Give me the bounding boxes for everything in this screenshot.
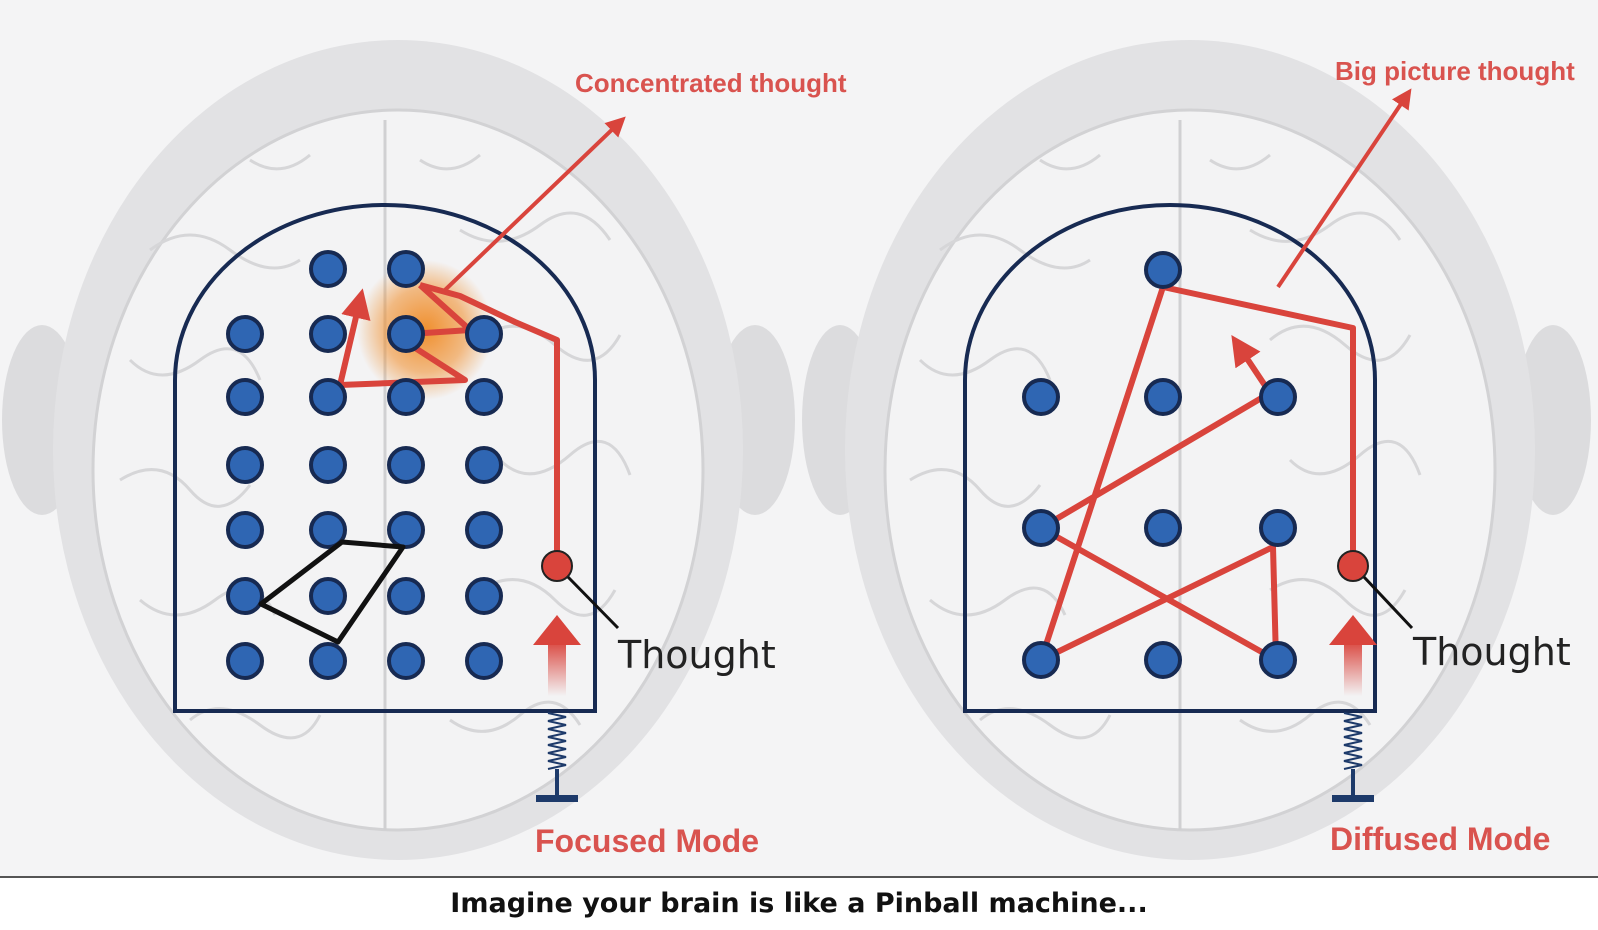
- peg: [1022, 378, 1060, 416]
- peg: [1022, 509, 1060, 547]
- peg: [1259, 641, 1297, 679]
- peg: [465, 446, 503, 484]
- peg: [226, 378, 264, 416]
- peg: [1022, 641, 1060, 679]
- thought-path-left: [419, 282, 560, 566]
- output-label-left: Concentrated thought: [575, 68, 847, 98]
- peg: [387, 642, 425, 680]
- peg: [226, 511, 264, 549]
- peg: [226, 315, 264, 353]
- peg: [1144, 251, 1182, 289]
- focused-panel: Concentrated thought Thought Focused Mod…: [2, 40, 847, 860]
- peg: [387, 250, 425, 288]
- peg: [1144, 641, 1182, 679]
- peg: [387, 446, 425, 484]
- stuck-pattern-outline: [258, 539, 406, 645]
- pinball-frame-right: [963, 203, 1377, 713]
- caption-bar: Imagine your brain is like a Pinball mac…: [0, 876, 1598, 930]
- peg: [309, 577, 347, 615]
- launch-arrow-left: [533, 615, 581, 696]
- thought-label-left: Thought: [617, 633, 776, 677]
- caption-text: Imagine your brain is like a Pinball mac…: [450, 888, 1148, 919]
- peg: [465, 642, 503, 680]
- peg: [309, 642, 347, 680]
- diagram-canvas: Concentrated thought Thought Focused Mod…: [2, 40, 1591, 860]
- pinball-frame-left: [173, 203, 597, 713]
- peg: [387, 511, 425, 549]
- thought-pointer-left: [566, 575, 620, 630]
- plunger-spring-right: [1332, 712, 1374, 802]
- peg: [309, 250, 347, 288]
- peg: [387, 378, 425, 416]
- peg: [465, 315, 503, 353]
- peg: [226, 642, 264, 680]
- launch-arrow-right: [1329, 615, 1377, 696]
- peg: [1144, 509, 1182, 547]
- peg: [1259, 509, 1297, 547]
- peg: [387, 577, 425, 615]
- output-label-right: Big picture thought: [1335, 56, 1575, 86]
- peg: [226, 446, 264, 484]
- peg: [465, 577, 503, 615]
- peg: [1259, 378, 1297, 416]
- peg: [387, 315, 425, 353]
- thought-path-right: [1038, 284, 1356, 663]
- zigzag-path-left: [337, 282, 473, 388]
- peg: [465, 511, 503, 549]
- peg-grid-left: [226, 250, 503, 680]
- mode-label-right: Diffused Mode: [1330, 821, 1550, 857]
- peg: [309, 315, 347, 353]
- plunger-spring-left: [536, 712, 578, 802]
- thought-label-right: Thought: [1412, 630, 1571, 674]
- peg: [309, 446, 347, 484]
- output-arrow-right: [1276, 88, 1412, 289]
- thought-ball-left: [541, 550, 573, 582]
- peg: [226, 577, 264, 615]
- head-right: [802, 40, 1591, 860]
- thought-pointer-right: [1362, 575, 1414, 630]
- peg: [1144, 378, 1182, 416]
- peg: [465, 378, 503, 416]
- diffused-panel: Big picture thought Thought Diffused Mod…: [802, 40, 1591, 860]
- output-arrow-left: [443, 116, 626, 292]
- peg-grid-right: [1022, 251, 1297, 679]
- thought-ball-right: [1337, 550, 1369, 582]
- peg: [309, 511, 347, 549]
- mode-label-left: Focused Mode: [535, 823, 759, 859]
- peg: [309, 378, 347, 416]
